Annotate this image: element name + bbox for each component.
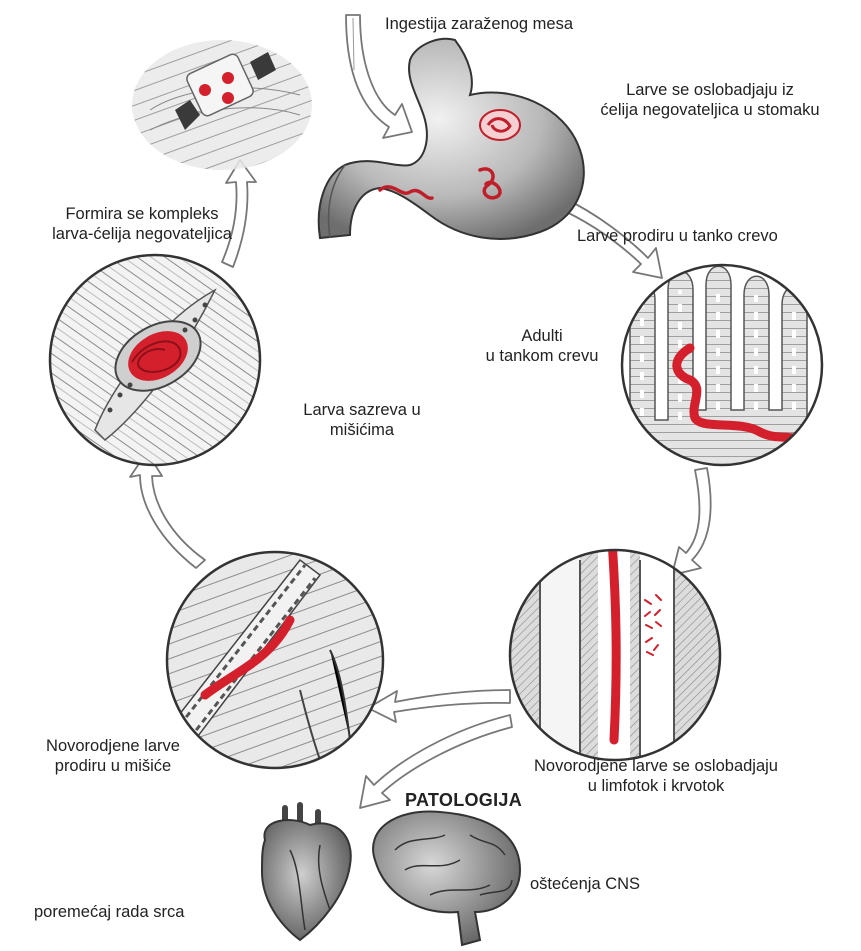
label-intestine-invade: Larve prodiru u tanko crevo bbox=[577, 226, 778, 246]
label-complex-line2: larva-ćelija negovateljica bbox=[22, 224, 262, 244]
label-cns: oštećenja CNS bbox=[530, 874, 640, 894]
label-mature: Larva sazreva u mišićima bbox=[272, 400, 452, 440]
label-mature-line2: mišićima bbox=[272, 420, 452, 440]
label-stomach-release: Larve se oslobadjaju iz ćelija negovatel… bbox=[580, 80, 840, 120]
arrow-lymph-to-invade bbox=[368, 690, 510, 722]
label-complex-line1: Formira se kompleks bbox=[22, 204, 262, 224]
label-heart: poremećaj rada srca bbox=[34, 902, 184, 922]
label-stomach-release-line2: ćelija negovateljica u stomaku bbox=[580, 100, 840, 120]
pathology-title: PATOLOGIJA bbox=[405, 790, 522, 810]
label-complex: Formira se kompleks larva-ćelija negovat… bbox=[22, 204, 262, 244]
label-ingestion: Ingestija zaraženog mesa bbox=[385, 14, 573, 34]
label-newborn-invade-line1: Novorodjene larve bbox=[18, 736, 208, 756]
lymph-blood-vessel-circle bbox=[500, 540, 730, 770]
label-newborn-invade: Novorodjene larve prodiru u mišiće bbox=[18, 736, 208, 776]
arrow-intestine-to-lymph bbox=[672, 468, 711, 575]
label-adults: Adulti u tankom crevu bbox=[472, 326, 612, 366]
arrow-invade-to-mature bbox=[130, 452, 205, 568]
label-mature-line1: Larva sazreva u bbox=[272, 400, 452, 420]
encysted-larva-tissue bbox=[132, 40, 312, 170]
label-newborn-release-line2: u limfotok i krvotok bbox=[506, 776, 806, 796]
label-adults-line1: Adulti bbox=[472, 326, 612, 346]
label-newborn-release-line1: Novorodjene larve se oslobadjaju bbox=[506, 756, 806, 776]
brain-illustration bbox=[373, 812, 520, 945]
label-newborn-invade-line2: prodiru u mišiće bbox=[18, 756, 208, 776]
label-newborn-release: Novorodjene larve se oslobadjaju u limfo… bbox=[506, 756, 806, 796]
heart-illustration bbox=[262, 805, 351, 940]
label-stomach-release-line1: Larve se oslobadjaju iz bbox=[580, 80, 840, 100]
intestinal-villi-circle bbox=[622, 265, 822, 470]
nurse-cell-complex-circle bbox=[50, 255, 260, 465]
label-adults-line2: u tankom crevu bbox=[472, 346, 612, 366]
